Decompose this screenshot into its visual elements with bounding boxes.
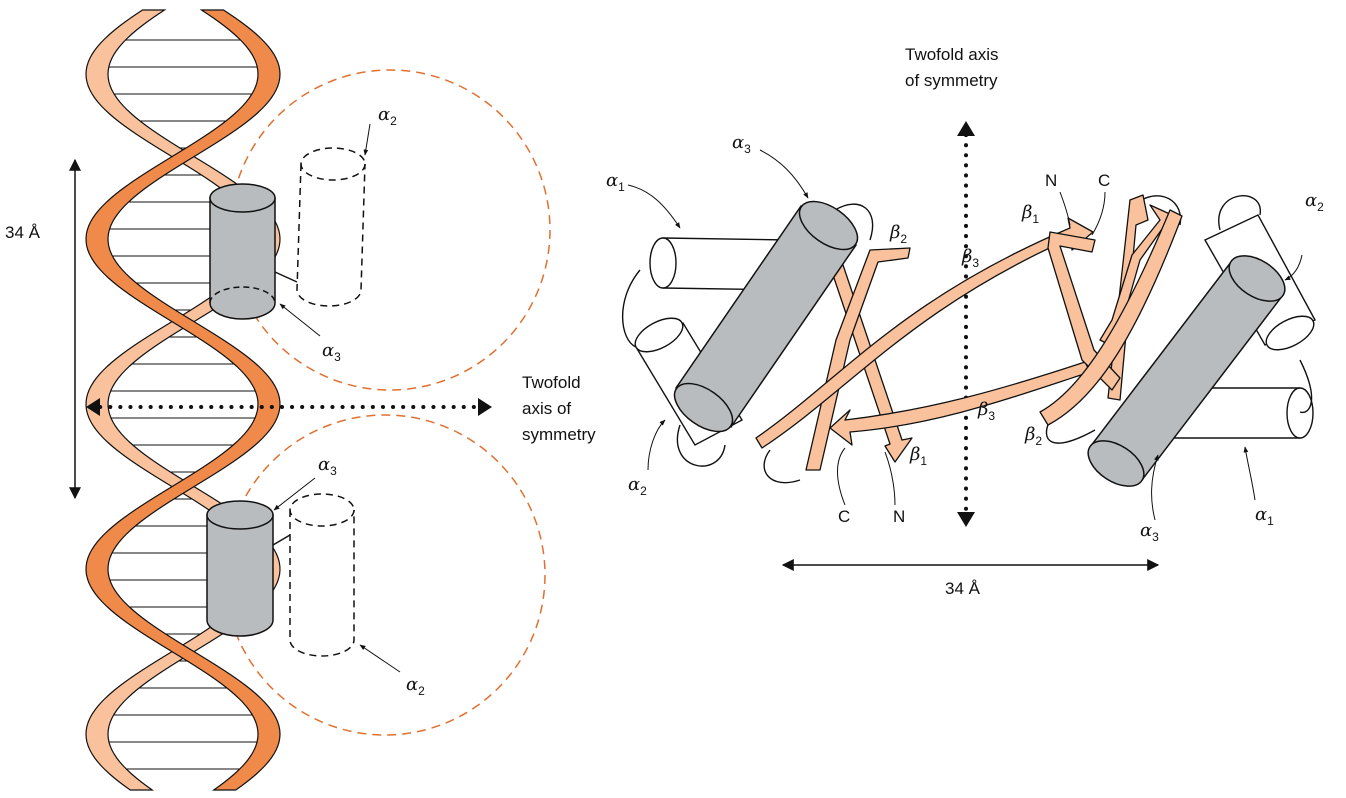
- left-alpha3-label: α3: [732, 132, 751, 156]
- left-alpha1-label: α1: [606, 170, 625, 194]
- upper-alpha3-label: α3: [322, 340, 341, 364]
- dimer-width-label: 34 Å: [945, 579, 981, 598]
- right-c-terminus-label: C: [1098, 171, 1110, 190]
- dna-ribbon: [85, 9, 281, 791]
- right-beta2-label: β2: [1024, 424, 1042, 448]
- left-beta1-label: β1: [909, 444, 927, 468]
- upper-alpha2-label: α2: [378, 104, 397, 128]
- lower-alpha3-cylinder: [206, 500, 274, 637]
- dna-axis-label: Twofold axis of symmetry: [522, 373, 596, 444]
- dna-panel: 34 Å Twofold axis of symmetry α2 α3 α3 α…: [5, 9, 596, 791]
- left-alpha3-helix: [673, 200, 859, 433]
- dimer-panel: Twofold axis of symmetry: [606, 45, 1324, 598]
- right-monomer: [1039, 194, 1316, 487]
- beta3-top-label: β3: [961, 246, 979, 270]
- right-alpha1-label: α1: [1255, 504, 1274, 528]
- left-beta2-label: β2: [889, 222, 907, 246]
- lower-alpha2-cylinder: [272, 493, 355, 657]
- lower-alpha3-label: α3: [318, 454, 337, 478]
- lower-alpha2-label: α2: [406, 674, 425, 698]
- beta3-bottom-label: β3: [977, 399, 995, 423]
- left-monomer: [621, 200, 1094, 484]
- right-alpha3-label: α3: [1140, 520, 1159, 544]
- right-alpha3-helix: [1087, 255, 1286, 487]
- right-beta1-label: β1: [1021, 202, 1039, 226]
- right-alpha2-label: α2: [1305, 190, 1324, 214]
- left-n-terminus-label: N: [893, 507, 905, 526]
- left-c-terminus-label: C: [838, 507, 850, 526]
- right-beta-sheet: [1039, 194, 1183, 426]
- pitch-label: 34 Å: [5, 223, 41, 242]
- dna-strand-dark: [85, 9, 281, 791]
- right-n-terminus-label: N: [1045, 171, 1057, 190]
- upper-alpha3-cylinder: [209, 183, 276, 320]
- dna-strand-light: [85, 9, 281, 791]
- left-alpha2-label: α2: [628, 474, 647, 498]
- dna-ribbon: [85, 9, 281, 791]
- dimer-axis-label: Twofold axis of symmetry: [905, 45, 1003, 90]
- upper-alpha2-cylinder: [274, 147, 366, 307]
